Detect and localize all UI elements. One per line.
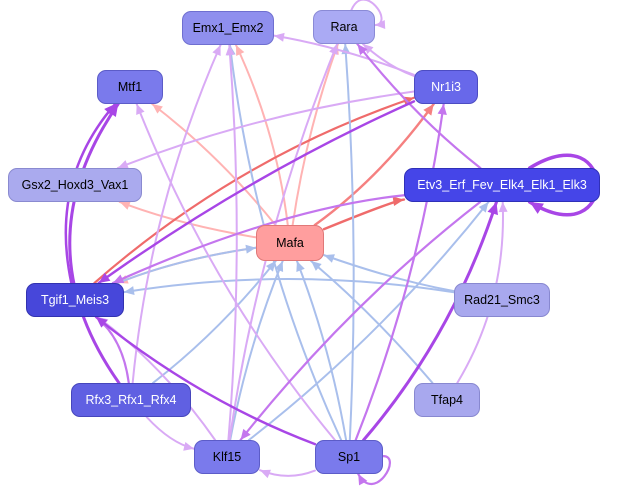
edge-klf15-etv3 <box>247 201 490 441</box>
edge-sp1-tgif1 <box>94 315 317 446</box>
edge-klf15-mafa <box>229 260 284 441</box>
node-mafa[interactable]: Mafa <box>256 225 324 261</box>
edge-tgif1-nr1i3 <box>93 96 416 285</box>
node-label-gsx2: Gsx2_Hoxd3_Vax1 <box>21 178 129 192</box>
node-tfap4[interactable]: Tfap4 <box>414 383 480 417</box>
arrowhead-tgif1-mtf1 <box>104 104 116 116</box>
edge-sp1-mafa <box>295 260 348 441</box>
node-label-emx1: Emx1_Emx2 <box>192 21 264 35</box>
edge-mafa-etv3 <box>322 198 406 231</box>
edge-klf15-emx1 <box>227 44 238 441</box>
edge-nr1i3-emx1 <box>273 34 415 76</box>
arrowhead-mafa-mtf1 <box>152 104 163 114</box>
node-sp1[interactable]: Sp1 <box>315 440 383 474</box>
arrowhead-mafa-emx1 <box>235 45 245 56</box>
arrowhead-tgif1-mafa <box>245 244 256 254</box>
arrowhead-rad21-tgif1 <box>124 286 135 296</box>
node-label-tfap4: Tfap4 <box>431 393 463 407</box>
edge-mafa-emx1 <box>234 44 289 226</box>
arrowhead-klf15-emx1 <box>225 45 235 56</box>
arrowhead-sp1-nr1i3 <box>437 104 447 115</box>
arrowhead-rfx3-mafa <box>265 261 276 272</box>
arrowhead-rfx3-klf15 <box>183 441 194 451</box>
edge-mafa-mtf1 <box>151 103 277 226</box>
arrowhead-tfap4-etv3 <box>498 202 508 213</box>
node-klf15[interactable]: Klf15 <box>194 440 260 474</box>
arrowhead-nr1i3-emx1 <box>274 32 285 42</box>
edge-tgif1-mafa <box>116 246 257 284</box>
arrowhead-nr1i3-rara <box>363 44 374 55</box>
arrowhead-etv3-rara <box>357 44 368 56</box>
arrowhead-sp1-sp1 <box>358 474 368 486</box>
edge-rfx3-mtf1 <box>68 102 121 385</box>
arrowhead-sp1-mafa <box>296 261 305 272</box>
arrowhead-nr1i3-gsx2 <box>117 160 129 169</box>
arrowhead-etv3-klf15 <box>240 428 251 440</box>
node-rfx3[interactable]: Rfx3_Rfx1_Rfx4 <box>71 383 191 417</box>
node-emx1[interactable]: Emx1_Emx2 <box>182 11 274 45</box>
node-rad21[interactable]: Rad21_Smc3 <box>454 283 550 317</box>
arrowhead-etv3-etv3 <box>529 202 544 214</box>
arrowhead-klf15-etv3 <box>478 202 489 213</box>
node-tgif1[interactable]: Tgif1_Meis3 <box>26 283 124 317</box>
edge-mafa-gsx2 <box>118 201 257 239</box>
node-rara[interactable]: Rara <box>313 10 375 44</box>
node-nr1i3[interactable]: Nr1i3 <box>414 70 478 104</box>
node-gsx2[interactable]: Gsx2_Hoxd3_Vax1 <box>8 168 142 202</box>
edge-sp1-etv3 <box>362 200 498 442</box>
node-label-tgif1: Tgif1_Meis3 <box>40 293 110 307</box>
node-label-nr1i3: Nr1i3 <box>431 80 461 94</box>
arrowhead-sp1-klf15 <box>260 469 271 479</box>
arrowhead-rad21-mafa <box>324 254 335 263</box>
node-etv3[interactable]: Etv3_Erf_Fev_Elk4_Elk1_Elk3 <box>404 168 600 202</box>
edge-nr1i3-gsx2 <box>116 90 415 169</box>
edge-mafa-nr1i3 <box>313 102 435 227</box>
edge-mafa-rara <box>291 43 339 226</box>
arrowhead-etv3-tgif1 <box>112 274 125 284</box>
edge-etv3-rara <box>356 42 482 170</box>
node-label-rfx3: Rfx3_Rfx1_Rfx4 <box>85 393 177 407</box>
node-label-sp1: Sp1 <box>337 450 361 464</box>
node-label-rad21: Rad21_Smc3 <box>464 293 540 307</box>
node-label-klf15: Klf15 <box>212 450 242 464</box>
arrowhead-mafa-gsx2 <box>119 201 131 210</box>
arrowhead-sp1-etv3 <box>487 202 498 216</box>
edge-rad21-tgif1 <box>123 278 455 294</box>
node-label-mtf1: Mtf1 <box>117 80 143 94</box>
edge-nr1i3-tgif1 <box>97 100 416 285</box>
edge-sp1-rara <box>344 43 355 441</box>
node-mtf1[interactable]: Mtf1 <box>97 70 163 104</box>
edge-rad21-mafa <box>323 254 455 293</box>
edge-rfx3-emx1 <box>131 44 222 384</box>
node-label-etv3: Etv3_Erf_Fev_Elk4_Elk1_Elk3 <box>417 178 587 192</box>
edge-etv3-tgif1 <box>111 194 406 285</box>
edge-sp1-nr1i3 <box>354 102 445 442</box>
arrowhead-sp1-mtf1 <box>136 104 145 115</box>
arrowhead-sp1-tgif1 <box>96 317 108 328</box>
arrowhead-mafa-nr1i3 <box>423 104 434 116</box>
arrowhead-rfx3-emx1 <box>212 45 221 56</box>
arrowhead-tfap4-mafa <box>311 261 322 271</box>
arrowhead-nr1i3-tgif1 <box>98 272 111 283</box>
node-label-mafa: Mafa <box>276 236 304 250</box>
arrowhead-mafa-etv3 <box>392 196 404 207</box>
arrowhead-rara-rara <box>375 20 386 29</box>
edge-etv3-klf15 <box>239 200 482 442</box>
node-label-rara: Rara <box>330 20 358 34</box>
